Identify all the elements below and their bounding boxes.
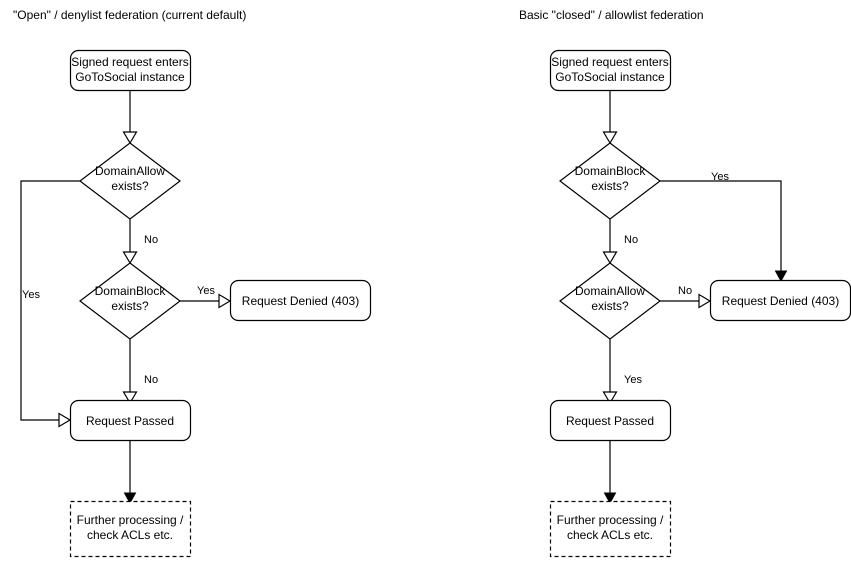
edge-domainallow-no-right: No bbox=[660, 285, 712, 309]
arrowhead-open-down bbox=[602, 251, 618, 265]
domainblock-line2: exists? bbox=[591, 179, 629, 193]
arrowhead-open-down bbox=[122, 131, 138, 145]
arrowhead-filled-down bbox=[603, 492, 617, 505]
arrowhead-open-down bbox=[602, 131, 618, 145]
edge-domainallow-no-left: No bbox=[122, 219, 158, 265]
domainallow-line1: DomainAllow bbox=[575, 284, 645, 298]
entry-box-line1: Signed request enters bbox=[551, 55, 668, 69]
edge-label-domainallow-yes: Yes bbox=[22, 289, 40, 301]
further-processing-line2: check ACLs etc. bbox=[87, 528, 173, 542]
node-request-denied-right: Request Denied (403) bbox=[709, 279, 851, 322]
edge-label-domainblock-no: No bbox=[624, 234, 638, 246]
node-entry-right: Signed request enters GoToSocial instanc… bbox=[549, 49, 672, 92]
domainblock-line1: DomainBlock bbox=[95, 284, 167, 298]
arrowhead-open-down bbox=[122, 391, 138, 405]
arrowhead-open-right bbox=[218, 293, 232, 309]
edge-label-domainblock-yes: Yes bbox=[197, 285, 215, 297]
node-further-processing-right: Further processing / check ACLs etc. bbox=[549, 500, 672, 558]
edge-label-domainallow-no: No bbox=[144, 234, 158, 246]
node-entry-left: Signed request enters GoToSocial instanc… bbox=[69, 49, 192, 92]
entry-box-line2: GoToSocial instance bbox=[75, 70, 185, 84]
column-open-denylist: "Open" / denylist federation (current de… bbox=[13, 8, 372, 558]
arrowhead-open-right bbox=[698, 293, 712, 309]
request-denied-box-shape bbox=[229, 279, 372, 322]
node-request-denied-left: Request Denied (403) bbox=[229, 279, 372, 322]
request-denied-label: Request Denied (403) bbox=[242, 294, 359, 308]
domainblock-line1: DomainBlock bbox=[575, 164, 647, 178]
edge-domainallow-yes-left: Yes bbox=[20, 180, 80, 428]
arrowhead-open-down bbox=[602, 391, 618, 405]
further-processing-line1: Further processing / bbox=[77, 513, 184, 527]
arrowhead-filled-down bbox=[774, 270, 788, 283]
further-processing-line2: check ACLs etc. bbox=[567, 528, 653, 542]
further-processing-line1: Further processing / bbox=[557, 513, 664, 527]
edge-domainblock-no-left: No bbox=[122, 339, 158, 405]
request-passed-label: Request Passed bbox=[566, 414, 654, 428]
edge-label-domainallow-no: No bbox=[678, 285, 692, 297]
node-domainblock-right: DomainBlock exists? bbox=[559, 142, 661, 220]
node-domainallow-right: DomainAllow exists? bbox=[559, 262, 661, 340]
domainallow-line1: DomainAllow bbox=[95, 164, 165, 178]
column-title-closed-allowlist: Basic "closed" / allowlist federation bbox=[519, 8, 704, 22]
request-passed-label: Request Passed bbox=[86, 414, 174, 428]
domainblock-line2: exists? bbox=[111, 299, 149, 313]
node-request-passed-right: Request Passed bbox=[549, 399, 672, 442]
node-domainallow-left: DomainAllow exists? bbox=[79, 142, 181, 220]
entry-box-line1: Signed request enters bbox=[71, 55, 188, 69]
domainallow-line2: exists? bbox=[591, 299, 629, 313]
node-request-passed-left: Request Passed bbox=[69, 399, 192, 442]
edge-passed-to-further-left bbox=[123, 440, 137, 505]
edge-domainblock-yes-left: Yes bbox=[180, 285, 232, 309]
edge-entry-to-domainallow-left bbox=[122, 90, 138, 145]
request-denied-label: Request Denied (403) bbox=[722, 294, 839, 308]
edge-label-domainallow-yes: Yes bbox=[624, 374, 642, 386]
entry-box-line2: GoToSocial instance bbox=[555, 70, 665, 84]
edge-domainblock-yes-right: Yes bbox=[660, 171, 788, 283]
edge-domainallow-yes-right: Yes bbox=[602, 339, 642, 405]
arrowhead-filled-down bbox=[123, 492, 137, 505]
node-domainblock-left: DomainBlock exists? bbox=[79, 262, 181, 340]
edge-label-domainblock-yes: Yes bbox=[711, 171, 729, 183]
domainallow-line2: exists? bbox=[111, 179, 149, 193]
edge-domainblock-no-right: No bbox=[602, 219, 638, 265]
arrowhead-open-down bbox=[122, 251, 138, 265]
arrowhead-open-right bbox=[58, 412, 72, 428]
further-processing-box-shape bbox=[549, 500, 672, 558]
edge-label-domainblock-no: No bbox=[144, 374, 158, 386]
node-further-processing-left: Further processing / check ACLs etc. bbox=[69, 500, 192, 558]
column-title-open-denylist: "Open" / denylist federation (current de… bbox=[13, 8, 246, 22]
further-processing-box-shape bbox=[69, 500, 192, 558]
column-closed-allowlist: Basic "closed" / allowlist federation Si… bbox=[519, 8, 851, 558]
edge-passed-to-further-right bbox=[603, 440, 617, 505]
edge-entry-to-domainblock-right bbox=[602, 90, 618, 145]
